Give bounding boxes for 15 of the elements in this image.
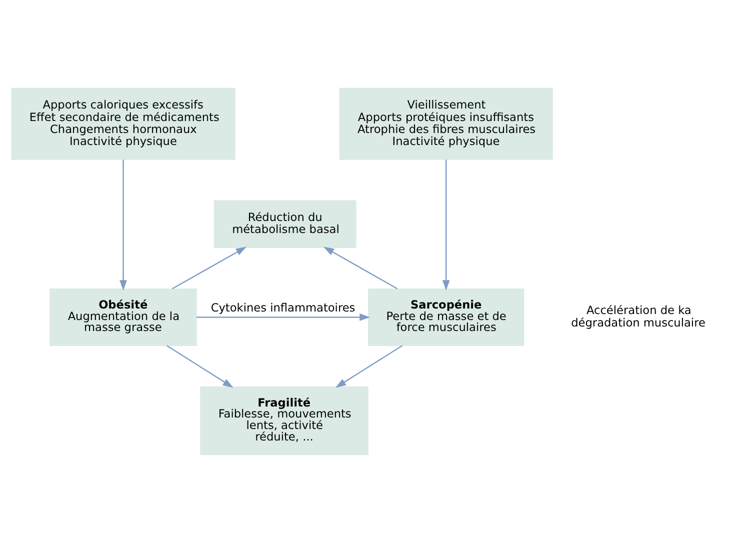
label: Accélération de ka dégradation musculaire <box>571 303 706 330</box>
node-box: Obésité Augmentation de la masse grasse <box>50 288 197 346</box>
arrow <box>172 246 246 290</box>
arrow <box>335 345 403 388</box>
node-box: Sarcopénie Perte de masse et de force musculaires <box>368 288 524 346</box>
arrow <box>442 160 450 291</box>
node-box: Apports caloriques excessifs Effet secondaire de médicaments Changements hormonaux Inactivité physique <box>11 88 236 160</box>
arrow <box>196 314 370 321</box>
arrow <box>120 160 127 291</box>
node-box: Fragilité Faiblesse, mouvements lents, activité réduite, ... <box>200 386 368 456</box>
node-box: Vieillissement Apports protéiques insuffisants Atrophie des fibres musculaires Inactivité physique <box>339 88 553 160</box>
arrow <box>324 246 398 290</box>
node-box: Réduction du métabolisme basal <box>214 200 356 248</box>
arrow <box>166 345 234 388</box>
edge-label: Cytokines inflammatoires <box>210 300 356 315</box>
